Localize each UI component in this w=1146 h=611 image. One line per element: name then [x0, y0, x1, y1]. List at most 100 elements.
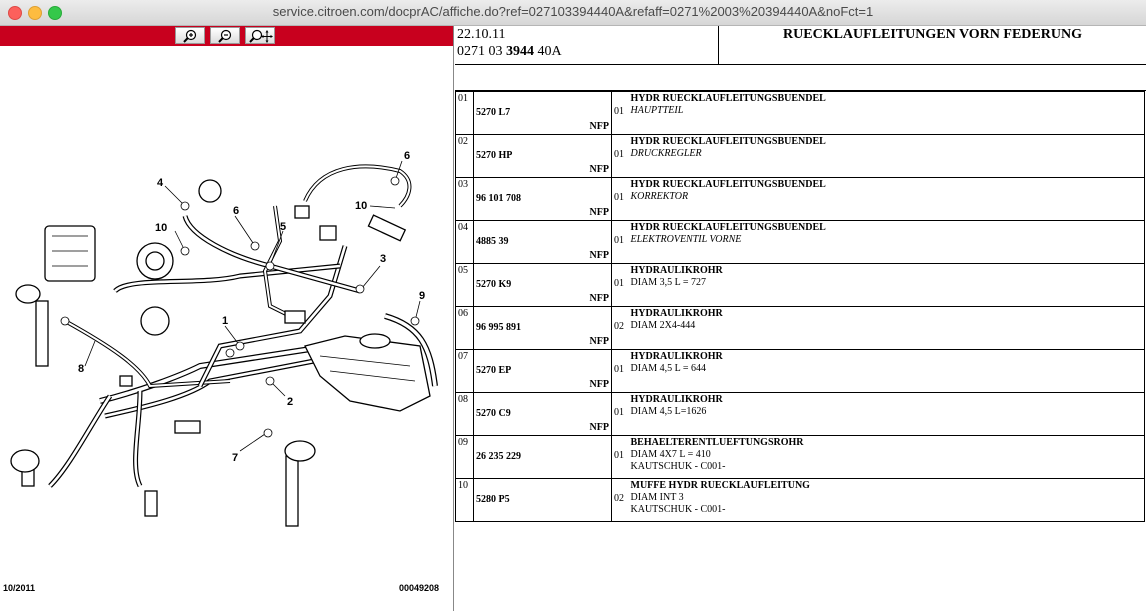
part-name: HYDR RUECKLAUFLEITUNGSBUENDEL [630, 93, 826, 104]
zoom-in-icon [183, 29, 197, 43]
callout-10a: 10 [155, 222, 167, 234]
quantity: 01 [614, 364, 624, 375]
callout-2: 2 [287, 396, 293, 408]
quantity-cell: 01 [611, 263, 629, 307]
callout-8: 8 [78, 363, 84, 375]
part-number[interactable]: 96 995 891 [476, 322, 521, 333]
quantity-cell: 01 [611, 220, 629, 264]
item-number: 01 [455, 91, 474, 135]
callout-9: 9 [419, 290, 425, 302]
quantity: 01 [614, 149, 624, 160]
part-name: MUFFE HYDR RUECKLAUFLEITUNG [630, 480, 810, 491]
browser-titlebar: service.citroen.com/docprAC/affiche.do?r… [0, 0, 1146, 26]
part-detail: DIAM 4,5 L = 644 [630, 363, 707, 374]
part-detail: DIAM 4X7 L = 410 [630, 449, 711, 460]
part-name: HYDR RUECKLAUFLEITUNGSBUENDEL [630, 179, 826, 190]
zoom-in-button[interactable] [175, 27, 205, 44]
part-number[interactable]: 5270 HP [476, 150, 513, 161]
part-detail: ELEKTROVENTIL VORNE [630, 234, 742, 245]
part-number[interactable]: 5280 P5 [476, 494, 510, 505]
quantity: 01 [614, 106, 624, 117]
nfp-flag: NFP [589, 293, 609, 304]
part-number[interactable]: 96 101 708 [476, 193, 521, 204]
diagram-date-code: 10/2011 [3, 583, 36, 593]
part-material: KAUTSCHUK - C001- [630, 461, 726, 472]
part-detail: KORREKTOR [630, 191, 689, 202]
nfp-flag: NFP [589, 207, 609, 218]
callout-3: 3 [380, 253, 386, 265]
item-number: 06 [455, 306, 474, 350]
item-number: 02 [455, 134, 474, 178]
quantity-cell: 02 [611, 478, 629, 522]
part-name: HYDRAULIKROHR [630, 265, 723, 276]
part-number[interactable]: 5270 EP [476, 365, 512, 376]
pane-divider[interactable] [453, 26, 454, 611]
quantity-cell: 01 [611, 134, 629, 178]
minimize-window-button[interactable] [28, 6, 42, 20]
nfp-flag: NFP [589, 422, 609, 433]
url-bar[interactable]: service.citroen.com/docprAC/affiche.do?r… [272, 4, 874, 19]
quantity-cell: 01 [611, 91, 629, 135]
part-detail: DIAM 3,5 L = 727 [630, 277, 707, 288]
part-name: HYDRAULIKROHR [630, 308, 723, 319]
part-name: HYDR RUECKLAUFLEITUNGSBUENDEL [630, 222, 826, 233]
nfp-flag: NFP [589, 336, 609, 347]
zoom-out-button[interactable] [210, 27, 240, 44]
part-reference-cell: 5280 P5 [473, 478, 612, 522]
item-number: 07 [455, 349, 474, 393]
part-detail: DRUCKREGLER [630, 148, 702, 159]
part-material: KAUTSCHUK - C001- [630, 504, 726, 515]
part-number[interactable]: 4885 39 [476, 236, 509, 247]
part-number[interactable]: 26 235 229 [476, 451, 521, 462]
zoom-pan-button[interactable] [245, 27, 275, 44]
part-reference-cell: 5270 K9 NFP [473, 263, 612, 307]
quantity: 01 [614, 278, 624, 289]
part-number[interactable]: 5270 K9 [476, 279, 512, 290]
quantity-cell: 01 [611, 349, 629, 393]
callout-6a: 6 [233, 205, 239, 217]
maximize-window-button[interactable] [48, 6, 62, 20]
callout-5: 5 [280, 221, 286, 233]
item-number: 04 [455, 220, 474, 264]
part-name: HYDR RUECKLAUFLEITUNGSBUENDEL [630, 136, 826, 147]
doc-title: RUECKLAUFLEITUNGEN VORN FEDERUNG [783, 27, 1082, 42]
diagram-image-code: 00049208 [399, 583, 440, 593]
quantity: 01 [614, 235, 624, 246]
item-number: 08 [455, 392, 474, 436]
zoom-pan-icon [249, 29, 273, 43]
item-number: 03 [455, 177, 474, 221]
part-number[interactable]: 5270 C9 [476, 408, 511, 419]
quantity-cell: 02 [611, 306, 629, 350]
nfp-flag: NFP [589, 164, 609, 175]
part-reference-cell: 5270 C9 NFP [473, 392, 612, 436]
callout-6b: 6 [404, 150, 410, 162]
item-number: 10 [455, 478, 474, 522]
quantity-cell: 01 [611, 435, 629, 479]
exploded-parts-diagram[interactable]: 1 2 3 4 5 6 6 7 8 9 10 10 [0, 46, 454, 586]
part-detail: DIAM 4,5 L=1626 [630, 406, 707, 417]
part-detail: DIAM INT 3 [630, 492, 684, 503]
part-number[interactable]: 5270 L7 [476, 107, 511, 118]
close-window-button[interactable] [8, 6, 22, 20]
diagram-pane: 1 2 3 4 5 6 6 7 8 9 10 10 10/2011 000492… [0, 26, 454, 611]
